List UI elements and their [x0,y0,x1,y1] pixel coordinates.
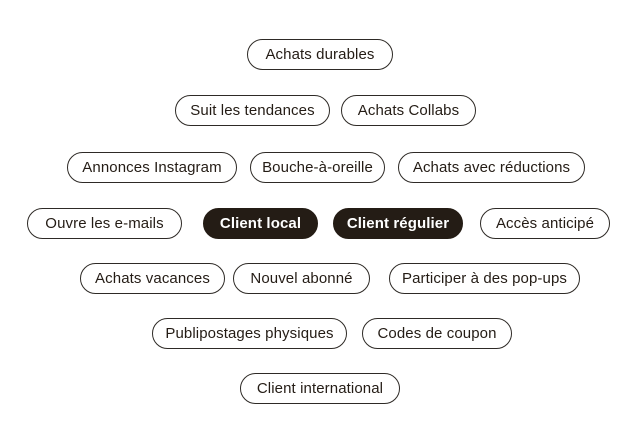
tag-pill-suit-les-tendances[interactable]: Suit les tendances [175,95,330,126]
tag-pill-client-regulier[interactable]: Client régulier [333,208,463,239]
tag-pill-ouvre-les-emails[interactable]: Ouvre les e-mails [27,208,182,239]
tag-pill-client-local[interactable]: Client local [203,208,318,239]
tag-pill-client-international[interactable]: Client international [240,373,400,404]
tag-pill-achats-avec-reductions[interactable]: Achats avec réductions [398,152,585,183]
tag-pill-acces-anticipe[interactable]: Accès anticipé [480,208,610,239]
tag-pill-annonces-instagram[interactable]: Annonces Instagram [67,152,237,183]
tag-pill-codes-de-coupon[interactable]: Codes de coupon [362,318,512,349]
tag-pill-nouvel-abonne[interactable]: Nouvel abonné [233,263,370,294]
tag-pill-achats-collabs[interactable]: Achats Collabs [341,95,476,126]
tag-pill-participer-a-des-popups[interactable]: Participer à des pop-ups [389,263,580,294]
tag-pill-publipostages-physiques[interactable]: Publipostages physiques [152,318,347,349]
tag-pill-achats-durables[interactable]: Achats durables [247,39,393,70]
tag-pill-achats-vacances[interactable]: Achats vacances [80,263,225,294]
tag-pill-bouche-a-oreille[interactable]: Bouche-à-oreille [250,152,385,183]
